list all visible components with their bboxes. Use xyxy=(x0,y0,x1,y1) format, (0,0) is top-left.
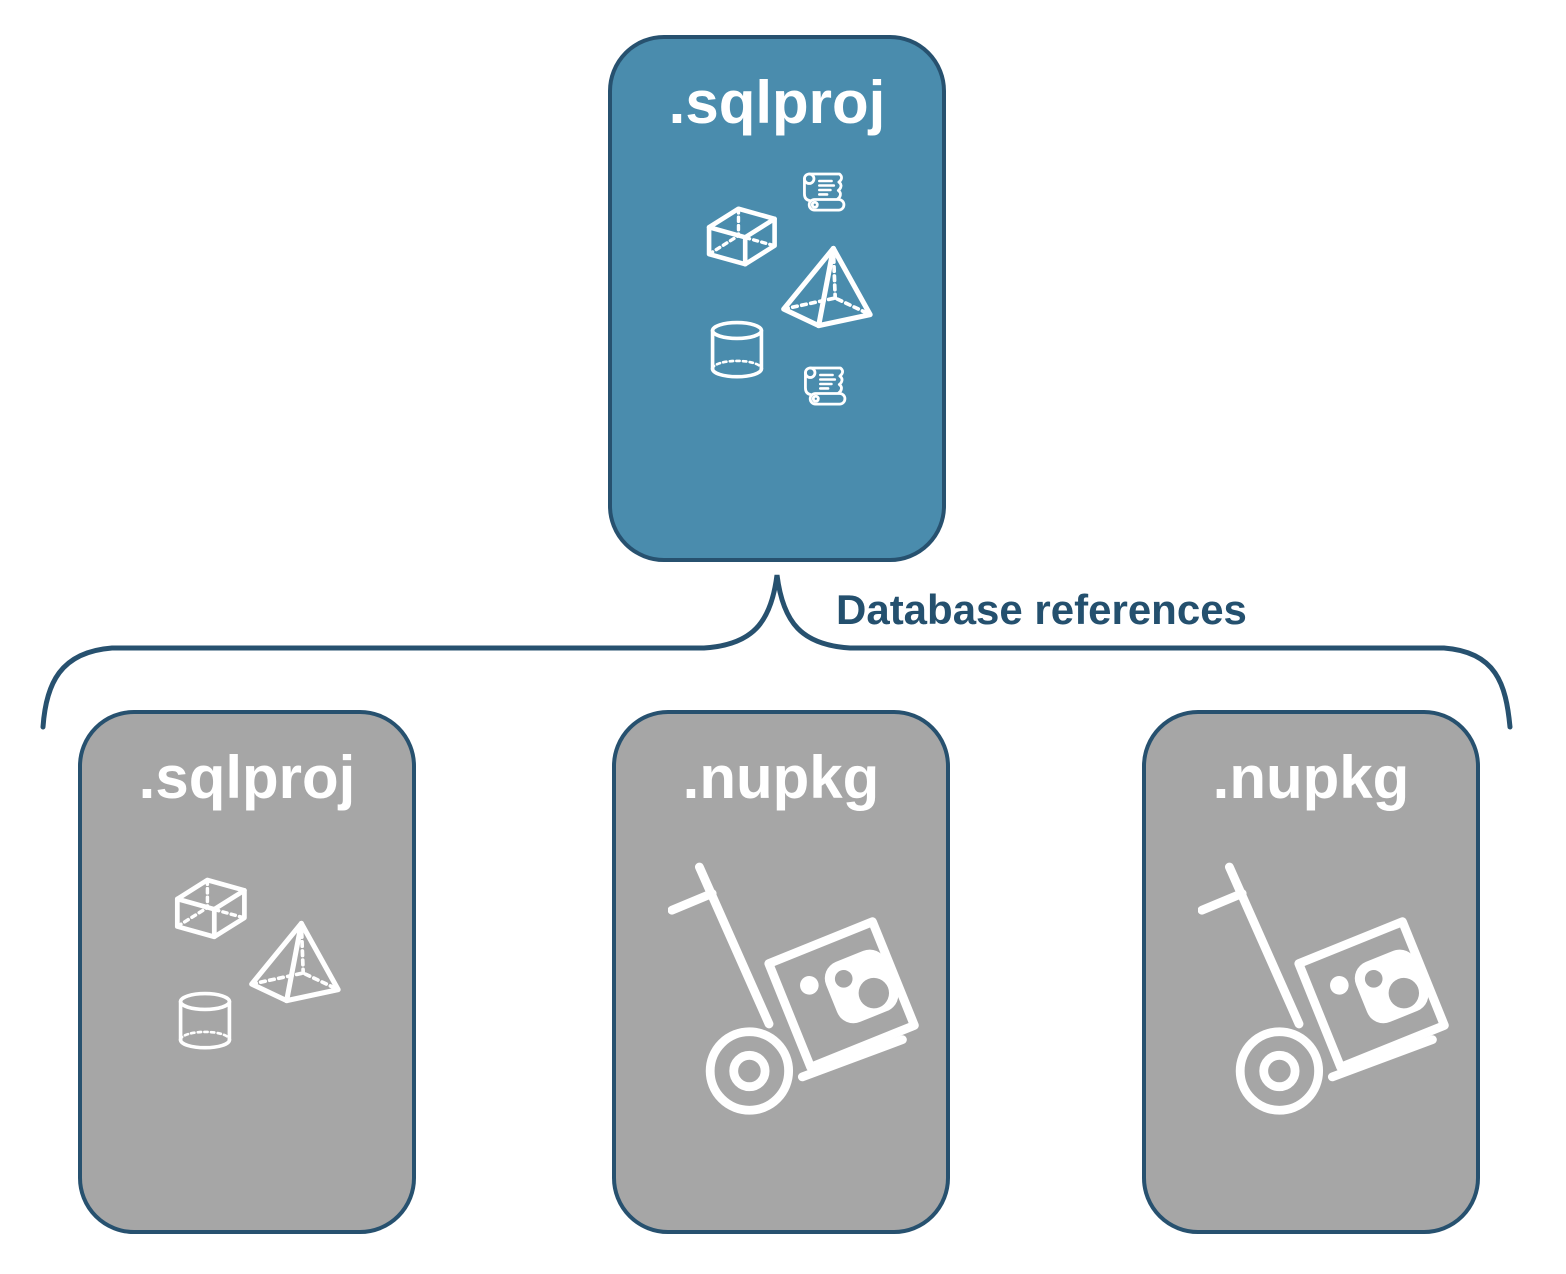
cube-icon xyxy=(697,197,785,281)
script-scroll-icon xyxy=(799,361,855,417)
card-title: .sqlproj xyxy=(138,744,356,811)
cube-icon xyxy=(166,868,254,954)
package-dolly-icon xyxy=(1198,862,1453,1127)
package-dolly-icon xyxy=(668,862,923,1127)
card-title: .nupkg xyxy=(1212,744,1410,811)
child-nupkg-card-1: .nupkg xyxy=(612,710,950,1234)
card-title: .nupkg xyxy=(682,744,880,811)
root-sqlproj-card: .sqlproj xyxy=(608,35,946,562)
cylinder-icon xyxy=(704,311,770,391)
script-scroll-icon xyxy=(798,167,854,223)
cylinder-icon xyxy=(172,982,238,1062)
child-sqlproj-card: .sqlproj xyxy=(78,710,416,1234)
connector-label: Database references xyxy=(836,586,1247,633)
pyramid-icon xyxy=(242,916,346,1008)
pyramid-icon xyxy=(774,241,878,333)
child-nupkg-card-2: .nupkg xyxy=(1142,710,1480,1234)
card-title: .sqlproj xyxy=(668,69,886,136)
